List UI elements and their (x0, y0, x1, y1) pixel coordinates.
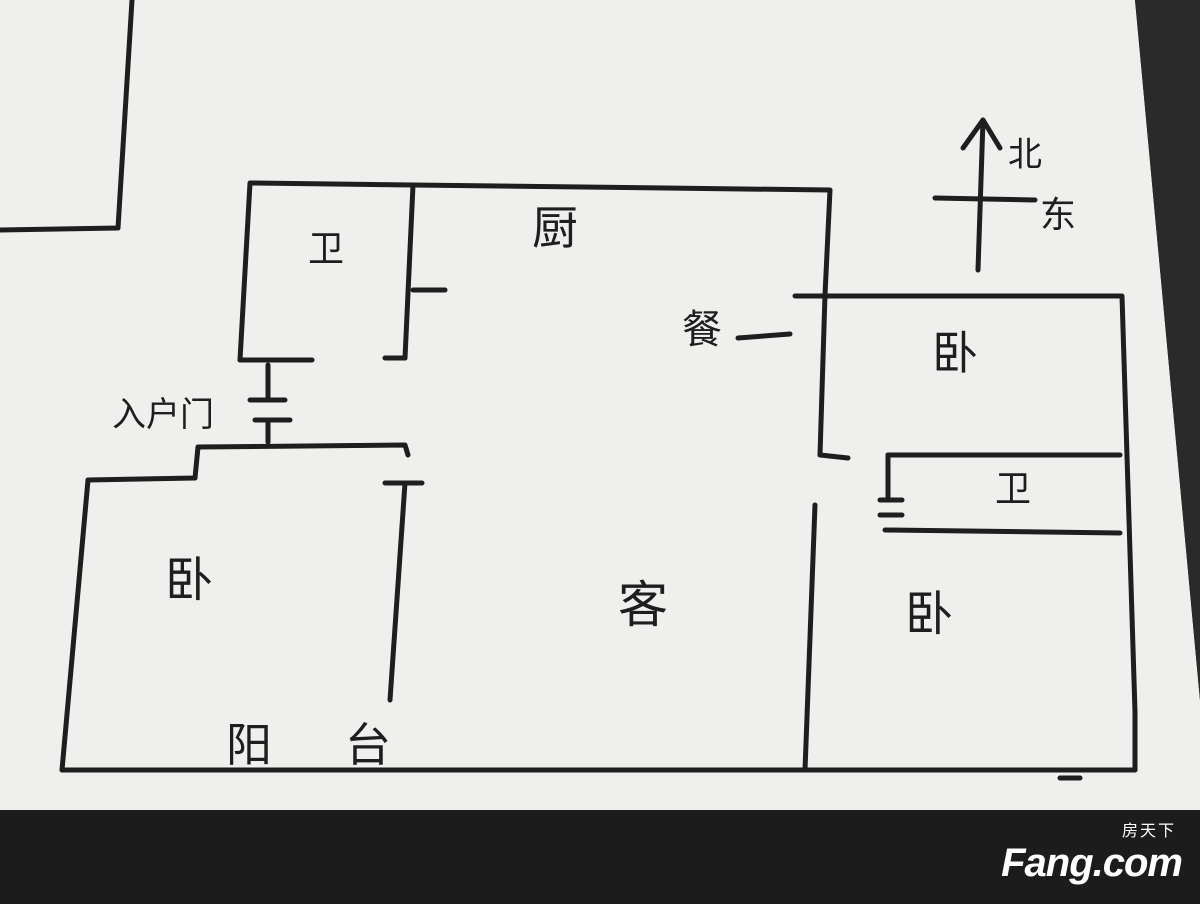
label-living: 客 (618, 576, 668, 634)
label-bedroom-right-top: 卧 (932, 326, 978, 380)
label-kitchen: 厨 (532, 201, 578, 255)
label-bathroom-top: 卫 (308, 229, 345, 270)
bathroom-kitchen-divider (402, 182, 416, 361)
dining-pointer (735, 331, 793, 341)
watermark-logo: Fang.com (1001, 841, 1183, 885)
right-block-top-wall (792, 293, 1138, 715)
compass-north-label: 北 (1008, 135, 1042, 175)
label-balcony-right: 台 (345, 718, 391, 772)
compass-east-line (932, 195, 1038, 203)
compass-east-label: 东 (1040, 195, 1077, 236)
label-bedroom-right-bottom: 卧 (905, 586, 954, 642)
compass-north-line (975, 117, 986, 273)
right-bedroom-left-wall (817, 292, 851, 461)
label-balcony-left: 阳 (226, 718, 272, 772)
watermark-cn: 房天下 (1121, 823, 1176, 840)
adjacent-unit-line (0, 0, 135, 233)
label-bathroom-right: 卫 (995, 469, 1032, 510)
compass-north-arrow-icon (960, 117, 1003, 151)
fang-watermark: 房天下 Fang.com (1001, 817, 1183, 886)
left-bedroom-wall (59, 442, 411, 773)
paper-sheet (0, 0, 1200, 810)
right-block-lower-left-wall (802, 502, 818, 773)
left-bedroom-divider (387, 480, 408, 703)
right-bathroom-bottom-wall (882, 527, 1123, 536)
label-dining: 餐 (682, 307, 722, 353)
top-wall (237, 180, 833, 363)
label-bedroom-left: 卧 (165, 552, 214, 608)
label-entrance: 入户门 (112, 395, 214, 435)
paper-shadow (1135, 0, 1200, 700)
